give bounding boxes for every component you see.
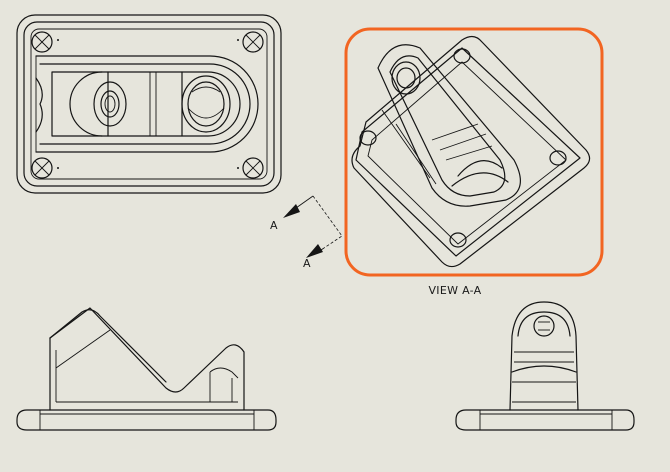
section-view-a-a[interactable] bbox=[351, 35, 591, 268]
view-selection-highlight[interactable] bbox=[344, 27, 604, 277]
front-view[interactable] bbox=[16, 307, 277, 431]
section-arrow-label-bottom: A bbox=[303, 257, 311, 270]
section-arrow-label-top: A bbox=[270, 219, 278, 232]
corner-hole-bottom-left bbox=[31, 157, 53, 179]
corner-hole-bottom-right bbox=[242, 157, 264, 179]
section-line-a-a[interactable] bbox=[283, 195, 343, 258]
corner-hole-top-left bbox=[31, 31, 53, 53]
top-view[interactable] bbox=[16, 14, 282, 194]
section-view-label: VIEW A-A bbox=[428, 284, 482, 297]
side-view[interactable] bbox=[455, 301, 635, 431]
corner-hole-top-right bbox=[242, 31, 264, 53]
